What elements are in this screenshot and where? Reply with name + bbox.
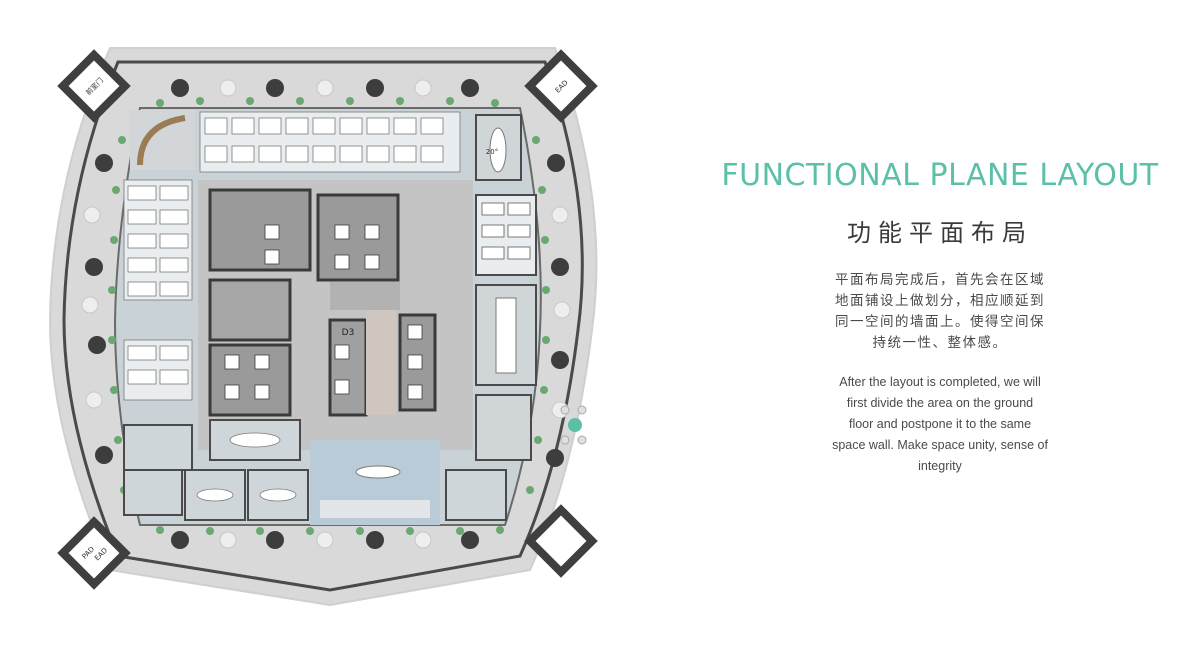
paragraph-english-line: first divide the area on the ground	[846, 396, 1034, 410]
planting-strip	[108, 97, 550, 535]
paragraph-chinese: 平面布局完成后，首先会在区域 地面铺设上做划分，相应顺延到 同一空间的墙面上。使…	[820, 270, 1060, 354]
right-rooms: 20°	[445, 114, 537, 521]
paragraph-chinese-line: 持统一性、整体感。	[872, 335, 1008, 351]
room-label-d3: D3	[342, 328, 355, 338]
lounge-pod	[560, 405, 587, 445]
heading-english: FUNCTIONAL PLANE LAYOUT	[721, 158, 1159, 193]
paragraph-english-line: After the layout is completed, we will	[839, 375, 1041, 389]
terrace-columns	[85, 79, 569, 549]
terrace-edge-line	[62, 60, 584, 592]
bottom-meeting-rooms	[184, 419, 309, 521]
corner-pod-top-left: 前室门	[57, 49, 131, 123]
terrace-planters	[81, 79, 571, 549]
floor-plan-drawing: 前室门 EAD PAD EAD	[48, 47, 598, 607]
paragraph-chinese-line: 平面布局完成后，首先会在区域	[835, 272, 1045, 288]
room-label-angle: 20°	[486, 148, 498, 156]
text-panel: FUNCTIONAL PLANE LAYOUT 功能平面布局 平面布局完成后，首…	[690, 158, 1190, 477]
corner-pod-bottom-right	[524, 504, 598, 578]
paragraph-chinese-line: 地面铺设上做划分，相应顺延到	[835, 293, 1045, 309]
reception-area	[130, 110, 195, 170]
workstations-top	[199, 111, 461, 173]
lobby-water-feature	[310, 440, 440, 525]
corner-pod-bottom-left: PAD EAD	[57, 516, 131, 590]
paragraph-english-line: floor and postpone it to the same	[848, 417, 1032, 431]
corner-pod-top-right: EAD	[524, 49, 598, 123]
heading-chinese: 功能平面布局	[847, 219, 1033, 247]
paragraph-english-line: space wall. Make space unity, sense of	[832, 438, 1048, 452]
paragraph-english: After the layout is completed, we will f…	[820, 372, 1060, 477]
left-offices	[123, 424, 193, 516]
workstations-left	[123, 179, 193, 401]
core: D3	[198, 180, 473, 450]
paragraph-english-line: integrity	[918, 459, 962, 473]
paragraph-chinese-line: 同一空间的墙面上。使得空间保	[835, 314, 1045, 330]
